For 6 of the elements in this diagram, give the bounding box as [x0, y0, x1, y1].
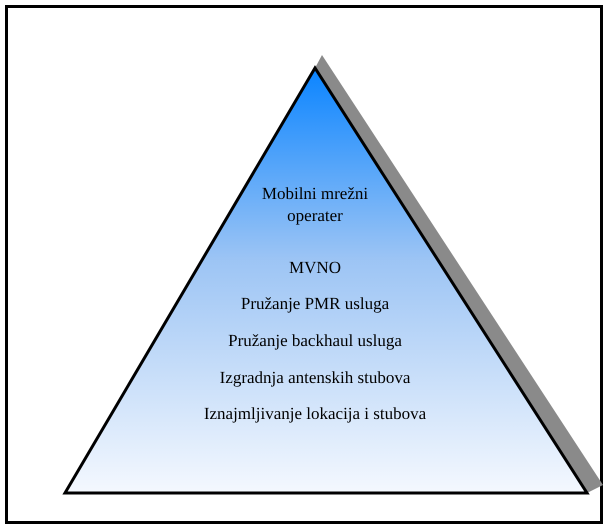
pyramid-tier-label: Pružanje PMR usluga — [240, 293, 390, 315]
pyramid-tier-label: Iznajmljivanje lokacija i stubova — [204, 403, 426, 425]
pyramid-tier-label: Mobilni mrežni operater — [260, 183, 370, 227]
pyramid-tier-label: MVNO — [289, 257, 341, 279]
pyramid-tier-label: Izgradnja antenskih stubova — [220, 367, 410, 389]
pyramid-tier-label: Pružanje backhaul usluga — [228, 330, 402, 352]
